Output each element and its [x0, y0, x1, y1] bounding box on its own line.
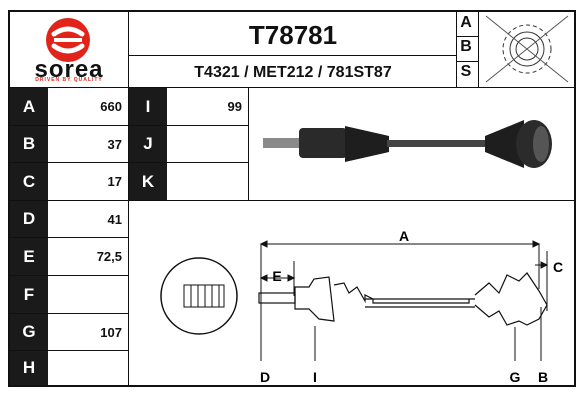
abs-ring-icon — [480, 12, 574, 87]
spec-value-c: 17 — [107, 174, 122, 189]
spline-detail-icon — [160, 257, 238, 335]
dim-label-d: D — [260, 369, 270, 385]
spec-label-e: E — [10, 238, 48, 275]
dim-label-e: E — [272, 268, 281, 284]
abs-block: A B S — [456, 12, 478, 87]
cross-references: T4321 / MET212 / 781ST87 — [194, 64, 392, 81]
spec-label-c: C — [10, 163, 48, 200]
spec-value-i: 99 — [227, 99, 242, 114]
spec-label-g: G — [10, 314, 48, 350]
dim-label-c: C — [553, 259, 563, 275]
brand-name: sorea — [34, 56, 104, 83]
dim-label-i: I — [313, 369, 317, 385]
abs-letter-s: S — [460, 63, 472, 80]
spec-label-f: F — [10, 276, 48, 313]
dimension-diagram: A E C D I G B — [129, 201, 574, 385]
spec-value-f — [48, 276, 128, 313]
spec-value-g: 107 — [100, 324, 122, 340]
brand-tagline: DRIVEN BY QUALITY — [35, 77, 103, 83]
spec-label-a: A — [10, 88, 48, 125]
product-photo — [249, 88, 574, 200]
sorea-logo-icon — [46, 18, 90, 62]
abs-letter-b: B — [460, 38, 472, 55]
drive-shaft-photo-icon — [263, 120, 552, 168]
spec-label-j: J — [129, 126, 167, 162]
dim-label-a: A — [399, 228, 409, 244]
spec-label-k: K — [129, 163, 167, 200]
spec-label-b: B — [10, 126, 48, 162]
product-code: T78781 — [248, 20, 338, 50]
brand-logo: sorea DRIVEN BY QUALITY — [10, 12, 128, 87]
spec-value-k — [167, 163, 248, 200]
spec-value-j — [167, 126, 248, 162]
shaft-outline — [258, 272, 548, 326]
product-sheet: sorea DRIVEN BY QUALITY T78781 T4321 / M… — [8, 10, 576, 387]
spec-label-d: D — [10, 201, 48, 237]
abs-letter-a: A — [460, 14, 472, 31]
dim-label-b: B — [538, 369, 548, 385]
spec-value-d: 41 — [107, 211, 122, 227]
spec-label-i: I — [129, 88, 167, 125]
spec-value-h — [48, 351, 128, 385]
dim-label-g: G — [510, 369, 521, 385]
spec-value-a: 660 — [100, 99, 122, 114]
spec-value-b: 37 — [107, 136, 122, 152]
spec-label-h: H — [10, 351, 48, 385]
spec-value-e: 72,5 — [96, 249, 122, 264]
